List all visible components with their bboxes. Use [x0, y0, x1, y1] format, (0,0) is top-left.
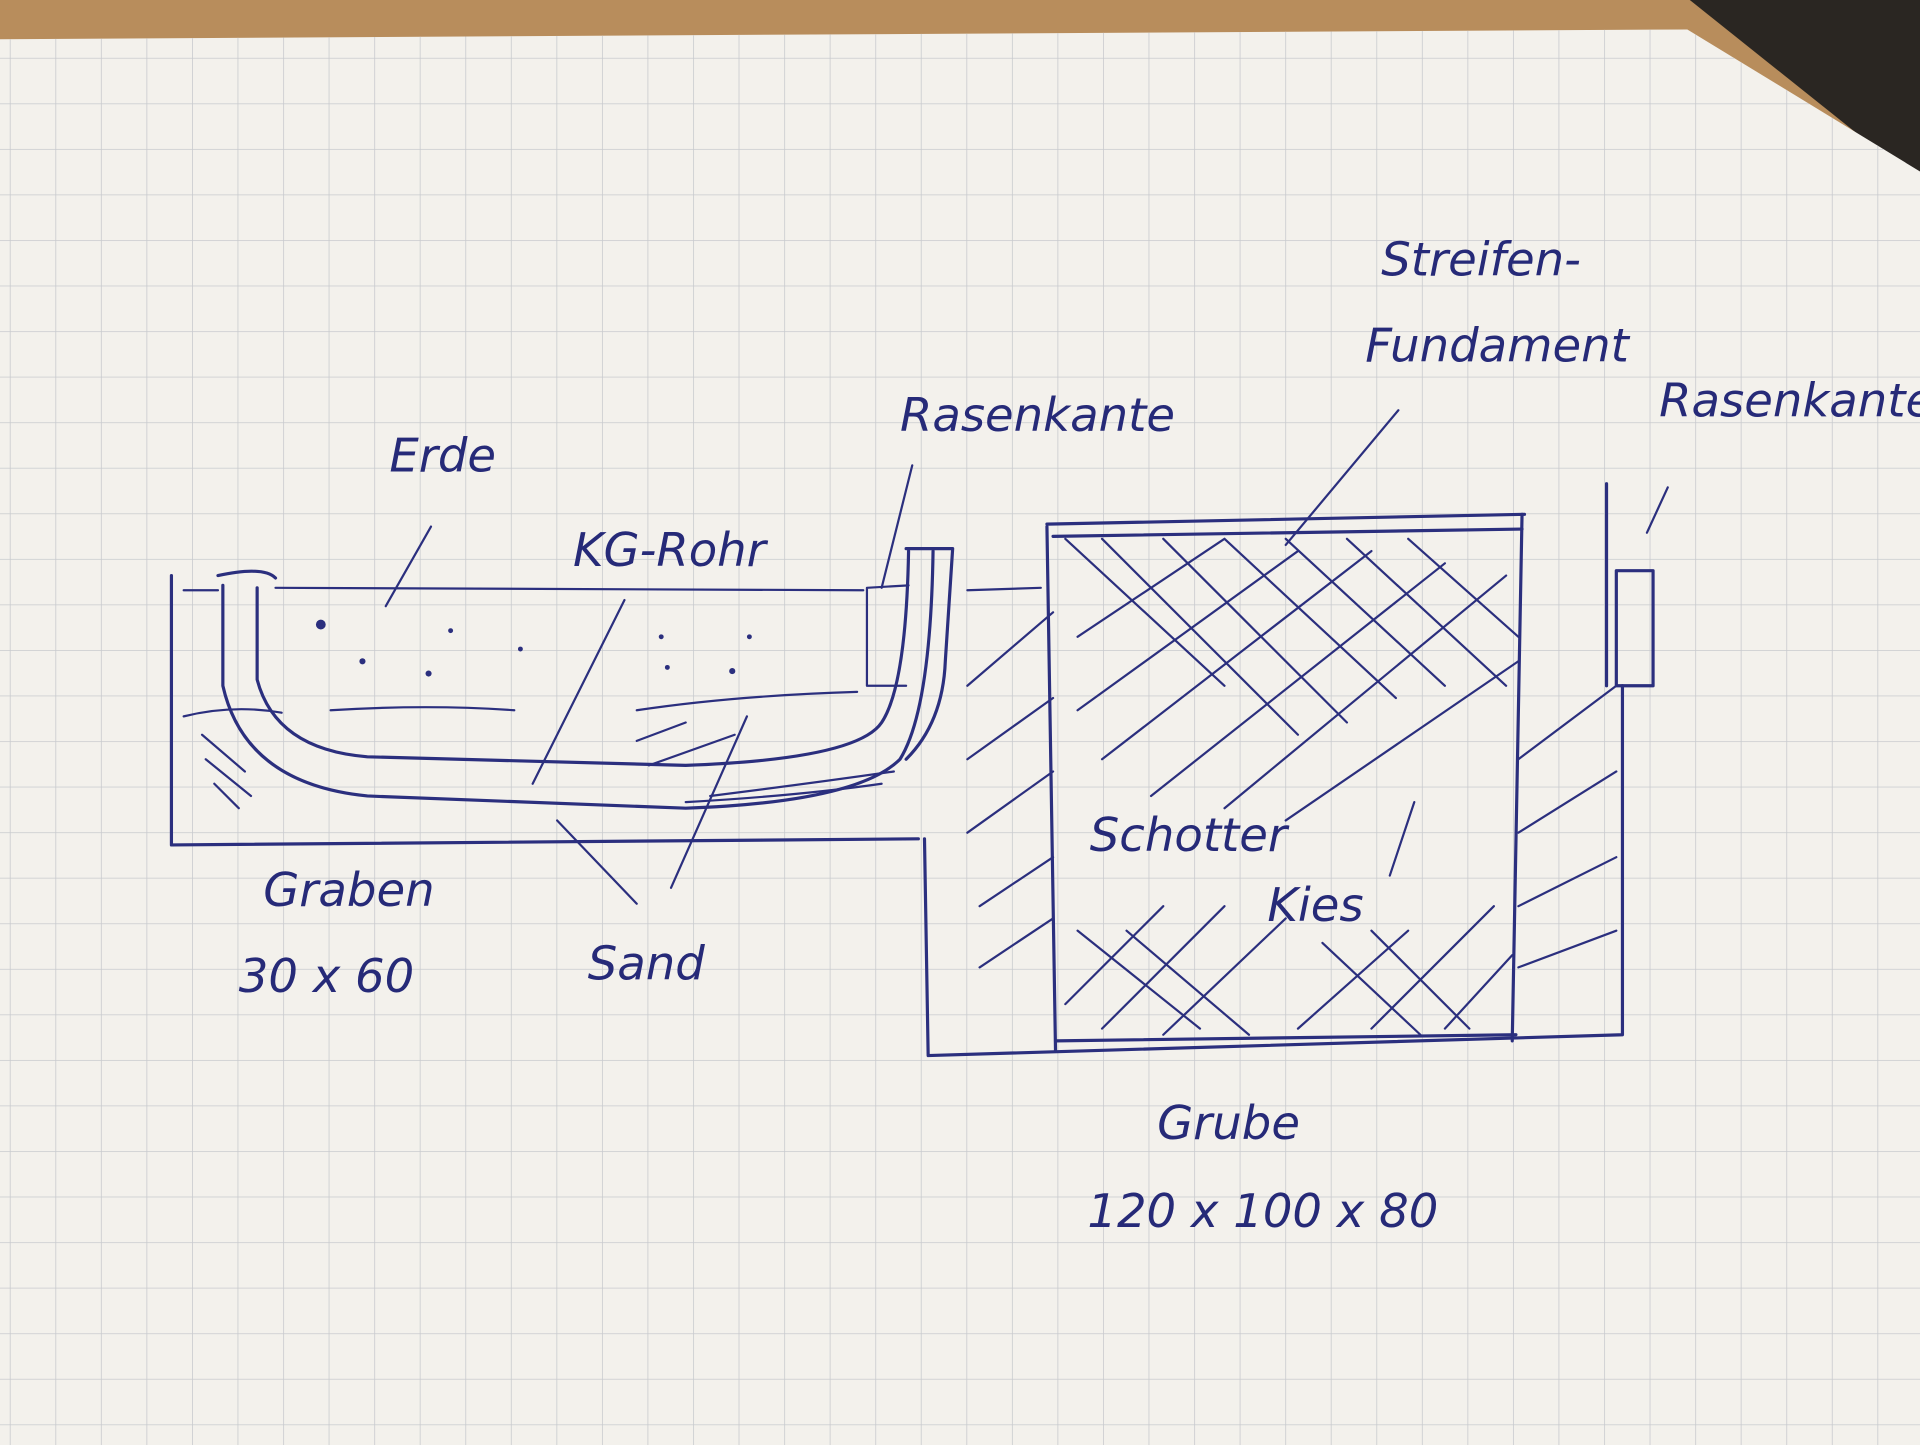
label-fundament: Fundament — [1365, 318, 1630, 372]
label-rasenkante-left: Rasenkante — [900, 388, 1175, 442]
label-graben: Graben — [263, 863, 434, 917]
trench-drawing — [169, 547, 1042, 847]
label-kg-rohr: KG-Rohr — [573, 523, 769, 577]
label-grube: Grube — [1157, 1096, 1300, 1150]
label-sand: Sand — [588, 937, 706, 991]
label-schotter: Schotter — [1090, 808, 1290, 862]
grid-lines — [0, 29, 1920, 1445]
label-rasenkante-right: Rasenkante — [1659, 373, 1920, 427]
label-erde: Erde — [389, 428, 496, 482]
pit-drawing — [922, 482, 1655, 1058]
label-streifen: Streifen- — [1381, 233, 1581, 287]
leader-lines — [384, 409, 1669, 905]
label-grube-dims: 120 x 100 x 80 — [1087, 1184, 1438, 1238]
label-kies: Kies — [1267, 878, 1363, 932]
label-graben-dims: 30 x 60 — [239, 949, 414, 1003]
